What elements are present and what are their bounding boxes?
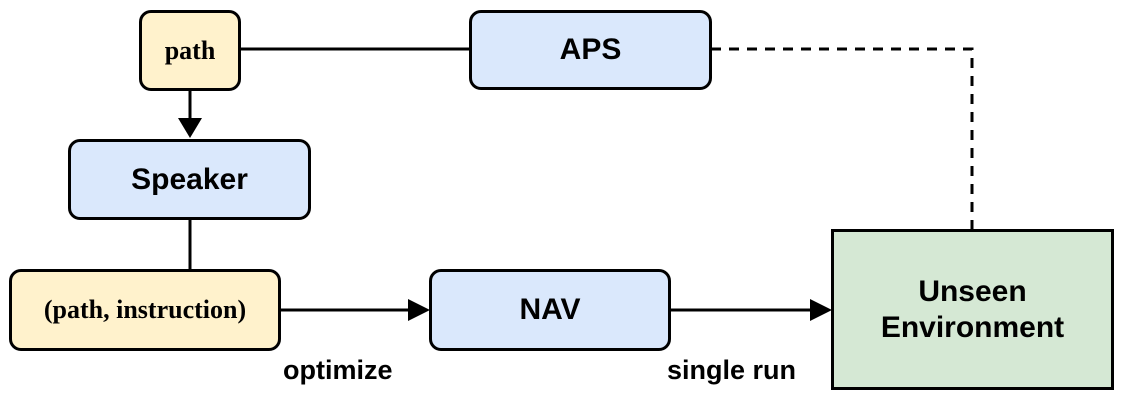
speaker-node-label: Speaker bbox=[131, 162, 248, 196]
nav-node: NAV bbox=[429, 269, 671, 351]
aps-node-label: APS bbox=[559, 33, 622, 66]
path-instruction-node-label: (path, instruction) bbox=[43, 295, 247, 324]
path-node: path bbox=[139, 10, 241, 91]
arrowhead-path-speaker bbox=[178, 118, 202, 138]
environment-node: Unseen Environment bbox=[831, 229, 1114, 390]
aps-node: APS bbox=[469, 10, 712, 90]
optimize-label: optimize bbox=[283, 355, 393, 385]
single-run-label: single run bbox=[667, 355, 797, 385]
path-node-label: path bbox=[164, 35, 216, 65]
edge-aps-environment-dashed bbox=[711, 47, 974, 230]
environment-node-label-line2: Environment bbox=[880, 310, 1065, 344]
path-instruction-node: (path, instruction) bbox=[9, 269, 281, 351]
arrowhead-nav-environment bbox=[810, 299, 832, 321]
environment-node-label-line1: Unseen bbox=[918, 274, 1027, 308]
arrowhead-pair-nav bbox=[408, 299, 430, 321]
speaker-node: Speaker bbox=[68, 139, 311, 220]
nav-node-label: NAV bbox=[519, 293, 581, 326]
